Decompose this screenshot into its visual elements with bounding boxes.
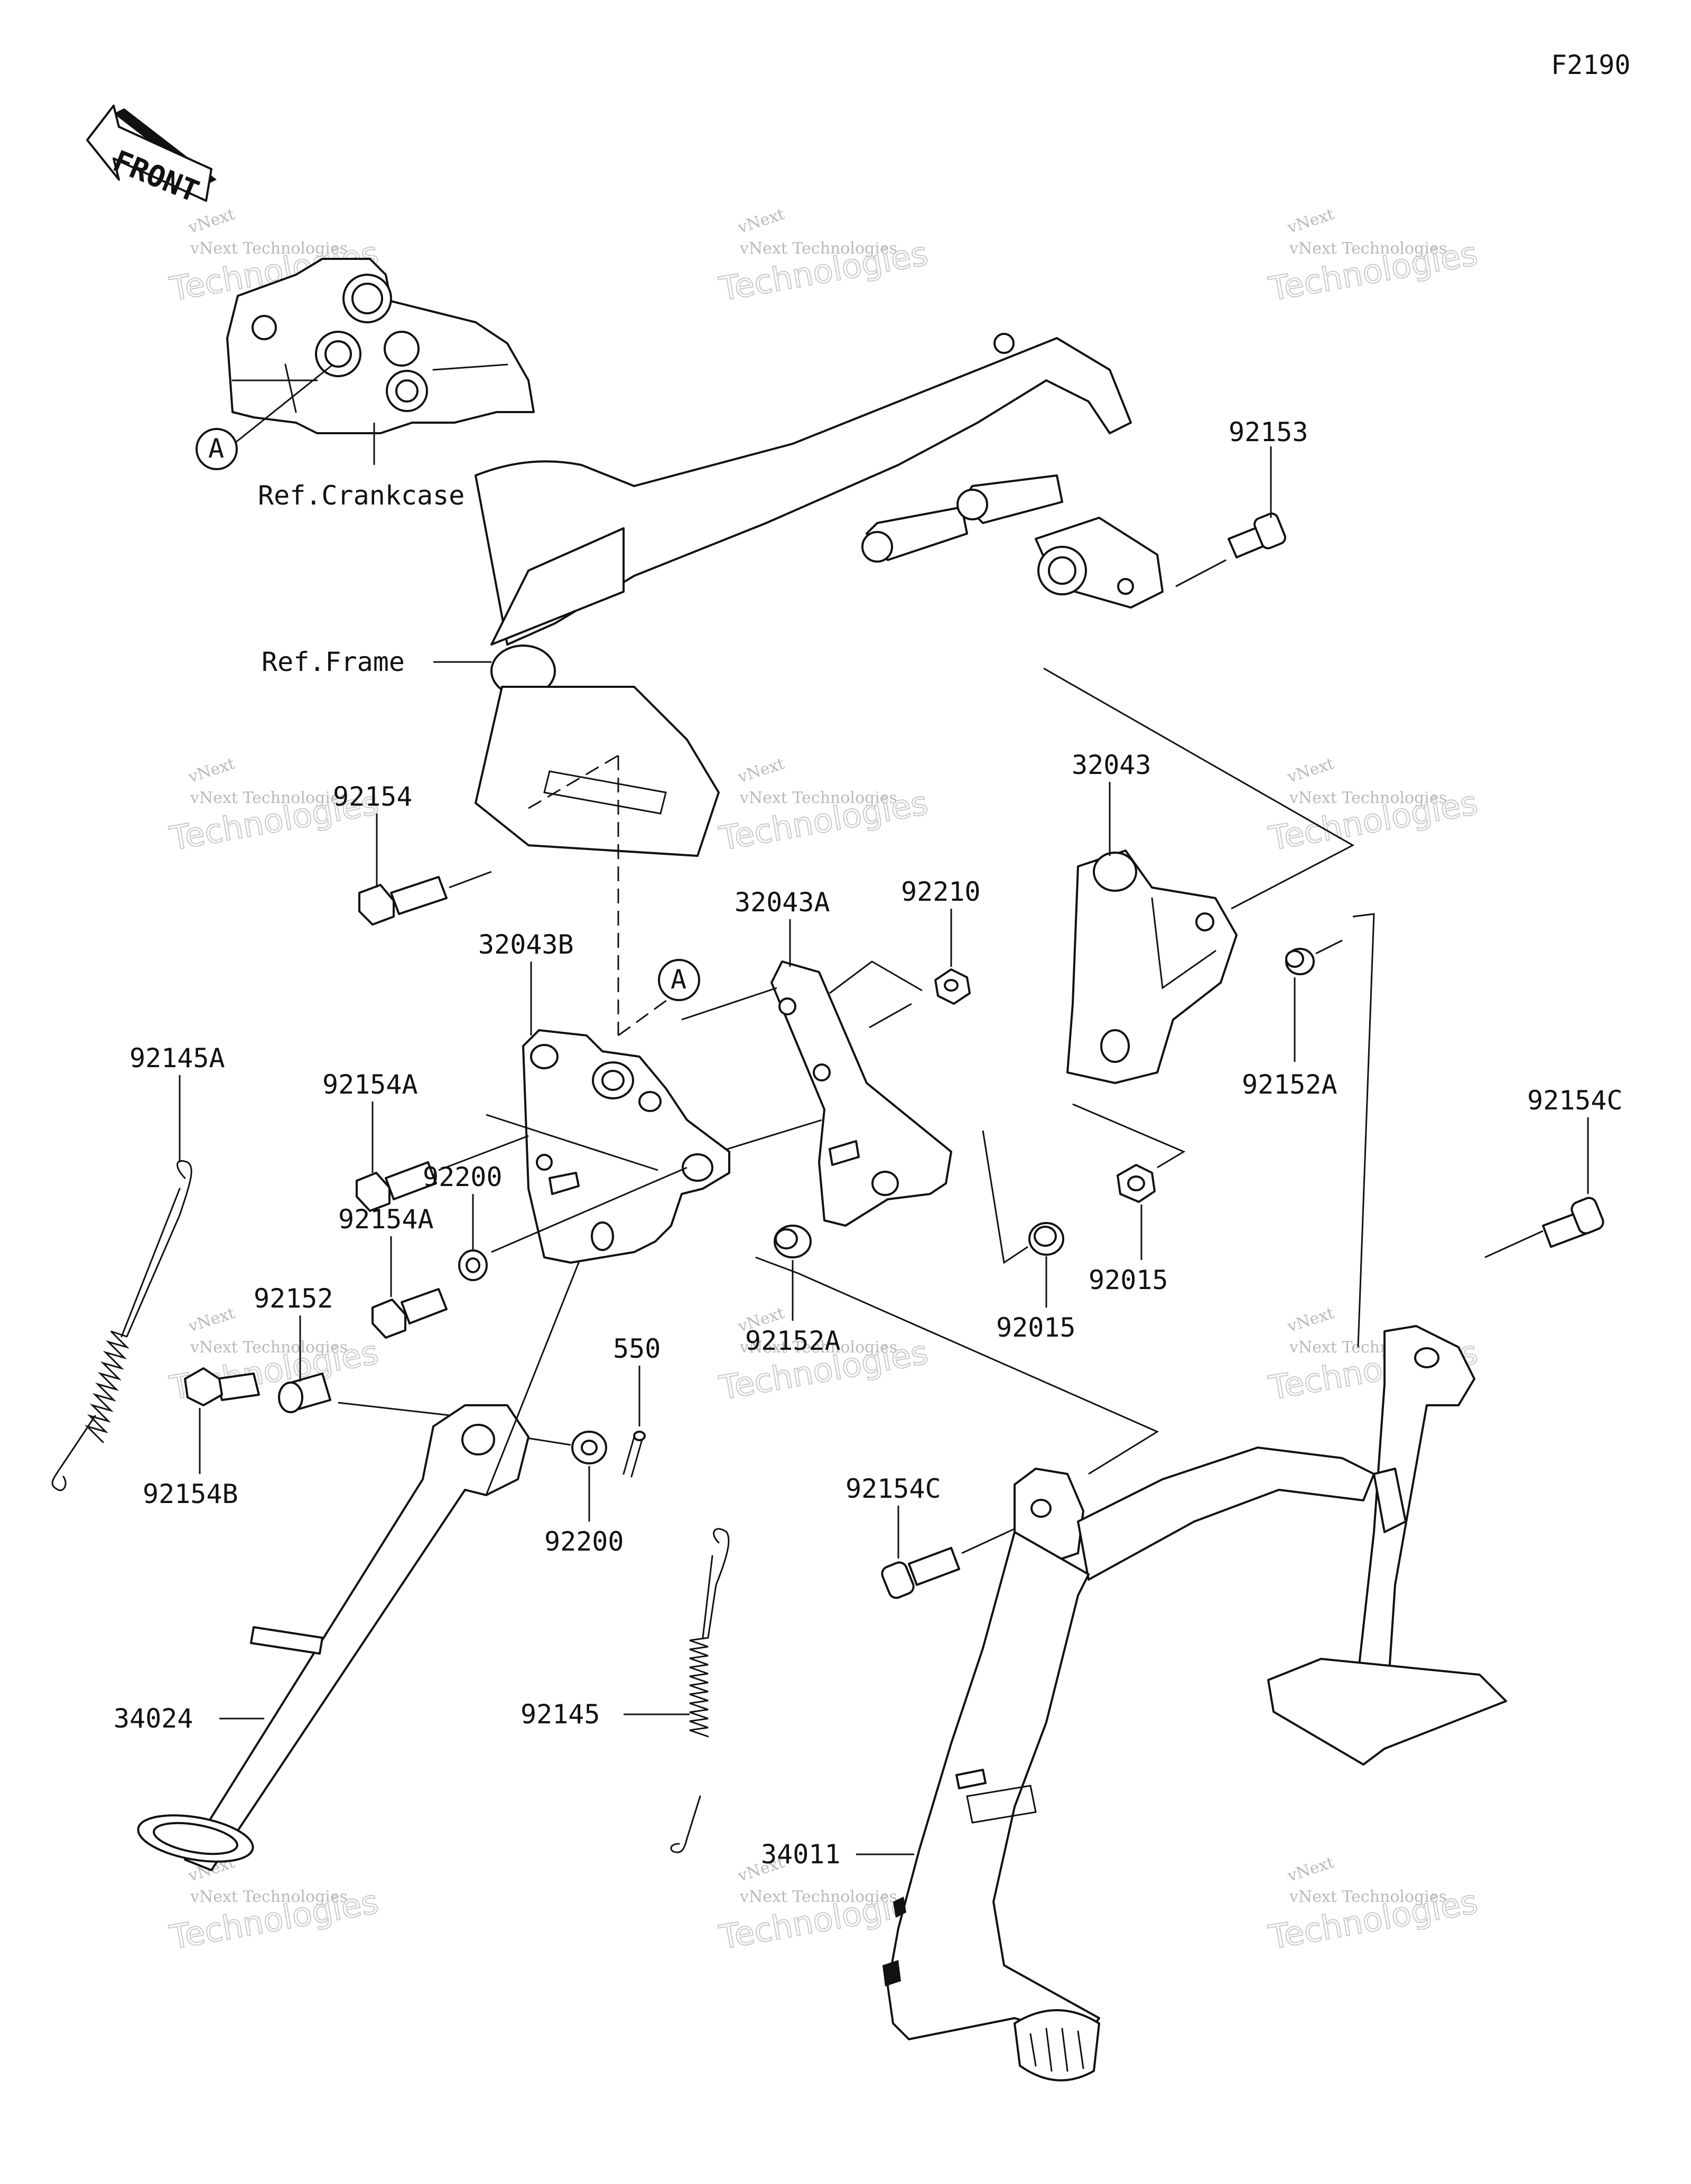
svg-text:vNext Technologies: vNext Technologies: [739, 239, 897, 258]
bolt-92154A-top-icon: [356, 1161, 437, 1212]
marker-a-circle: [196, 428, 238, 470]
svg-text:vNext: vNext: [1285, 205, 1336, 237]
svg-text:vNext Technologies: vNext Technologies: [190, 789, 348, 807]
svg-text:vNext Technologies: vNext Technologies: [1289, 239, 1447, 258]
collar-92152A-right-icon: [1285, 948, 1315, 975]
part-label-92152A-right: 92152A: [1242, 1069, 1337, 1100]
marker-a-top: A: [208, 433, 224, 464]
bracket-32043B-icon: [522, 1029, 730, 1264]
bracket-32043A-icon: [770, 960, 952, 1227]
bolt-92154C-right-icon: [1542, 1197, 1604, 1248]
frame-ref-drawing: [475, 333, 1164, 857]
bolt-92153-icon: [1228, 512, 1286, 558]
svg-text:vNext Technologies: vNext Technologies: [190, 1338, 348, 1357]
svg-text:vNext: vNext: [735, 205, 786, 237]
svg-text:vNext: vNext: [1285, 754, 1336, 787]
part-label-32043B: 32043B: [478, 929, 574, 960]
part-label-92154B: 92154B: [143, 1479, 238, 1509]
svg-text:vNext Technologies: vNext Technologies: [190, 1888, 348, 1906]
part-label-92145A: 92145A: [129, 1043, 225, 1074]
part-label-92152A-center: 92152A: [745, 1326, 841, 1356]
svg-text:vNext Technologies: vNext Technologies: [1289, 1888, 1447, 1906]
bolt-92154A-mid-icon: [371, 1288, 448, 1339]
watermark: vNext vNext Technologies Technologies: [166, 1853, 382, 1957]
watermark: vNext vNext Technologies Technologies: [716, 205, 931, 309]
svg-text:vNext: vNext: [185, 205, 237, 237]
part-label-92210: 92210: [901, 876, 981, 907]
watermark: vNext vNext Technologies Technologies: [1265, 754, 1481, 858]
side-stand-34024-icon: [137, 1262, 580, 1871]
nut-92015-right-icon: [1117, 1164, 1156, 1203]
center-stand-34011-icon: [882, 1325, 1507, 2082]
svg-text:vNext: vNext: [185, 1304, 237, 1336]
part-label-92145: 92145: [521, 1699, 600, 1730]
part-label-92154C-right: 92154C: [1527, 1085, 1623, 1116]
svg-text:vNext: vNext: [185, 754, 237, 787]
washer-92200-bottom-icon: [571, 1431, 607, 1464]
ref-crankcase-label: Ref.Crankcase: [258, 480, 464, 511]
svg-text:vNext Technologies: vNext Technologies: [739, 789, 897, 807]
bolt-92154-icon: [358, 876, 448, 926]
part-label-92154: 92154: [333, 781, 413, 812]
part-label-92154C-center: 92154C: [846, 1473, 941, 1504]
nut-92015-center-icon: [1028, 1222, 1064, 1256]
washer-92200-top-icon: [458, 1249, 488, 1281]
part-label-92015-center: 92015: [996, 1312, 1076, 1343]
part-label-92154A-mid: 92154A: [338, 1204, 434, 1235]
bracket-32043-icon: [1066, 850, 1238, 1084]
part-label-34024: 34024: [114, 1703, 193, 1734]
part-label-92200-top: 92200: [423, 1162, 503, 1192]
spring-92145-icon: [670, 1528, 730, 1853]
svg-text:vNext Technologies: vNext Technologies: [739, 1888, 897, 1906]
svg-text:vNext Technologies: vNext Technologies: [190, 239, 348, 258]
marker-a-mid-circle: [658, 959, 700, 1001]
part-label-34011: 34011: [761, 1839, 841, 1870]
svg-text:vNext: vNext: [1285, 1304, 1336, 1336]
bolt-92154B-icon: [184, 1367, 260, 1406]
crankcase-ref-drawing: [226, 258, 535, 434]
part-label-92200-bottom: 92200: [544, 1526, 624, 1557]
spring-92145A-icon: [51, 1160, 192, 1491]
part-label-92152: 92152: [254, 1283, 333, 1314]
marker-a-mid: A: [671, 964, 686, 995]
part-label-92153: 92153: [1229, 417, 1308, 447]
part-label-550: 550: [613, 1333, 661, 1364]
figure-code: F2190: [1551, 50, 1631, 80]
part-label-92015-right: 92015: [1089, 1265, 1168, 1295]
svg-text:vNext Technologies: vNext Technologies: [739, 1338, 897, 1357]
collar-92152-icon: [278, 1373, 331, 1413]
part-label-32043A: 32043A: [735, 887, 830, 918]
svg-text:vNext: vNext: [1285, 1853, 1336, 1886]
front-arrow-icon: FRONT: [86, 105, 217, 209]
watermark: vNext vNext Technologies Technologies: [1265, 1853, 1481, 1957]
svg-text:vNext: vNext: [735, 754, 786, 787]
part-label-32043: 32043: [1072, 750, 1151, 780]
part-label-92154A-top: 92154A: [322, 1069, 418, 1100]
watermark: vNext vNext Technologies Technologies: [1265, 205, 1481, 309]
collar-92152A-center-icon: [774, 1225, 812, 1258]
bolt-92154C-center-icon: [881, 1547, 960, 1599]
ref-frame-label: Ref.Frame: [262, 647, 405, 677]
watermark: vNext vNext Technologies Technologies: [716, 754, 931, 858]
cotter-pin-550-icon: [622, 1431, 646, 1478]
svg-text:vNext Technologies: vNext Technologies: [1289, 789, 1447, 807]
nut-92210-icon: [934, 968, 971, 1005]
